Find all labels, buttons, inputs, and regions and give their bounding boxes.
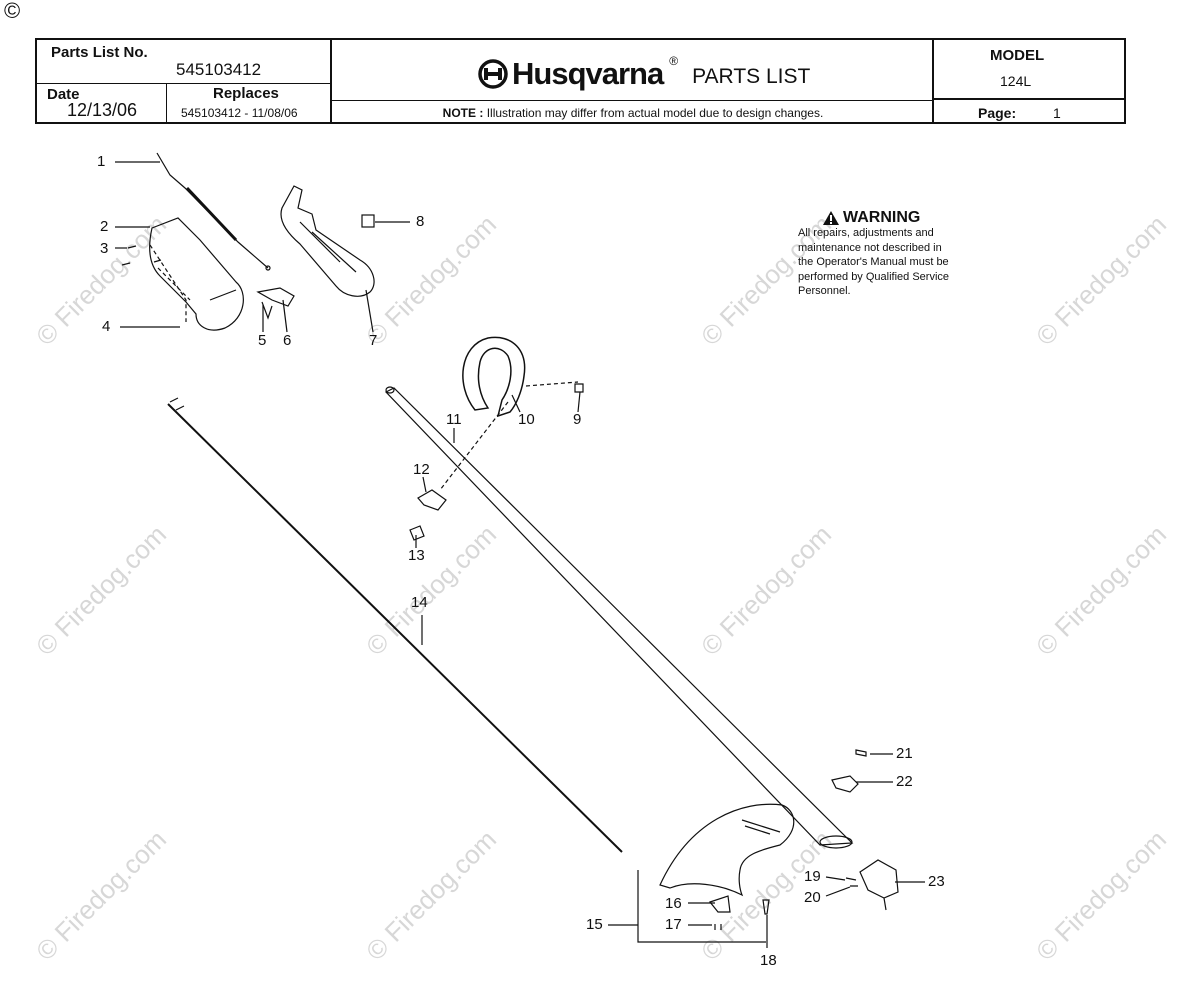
callout-4: 4: [102, 318, 111, 335]
model-cell: MODEL 124L Page: 1: [932, 40, 1126, 122]
warning-line: maintenance not described in: [798, 241, 942, 254]
document-type: PARTS LIST: [692, 65, 811, 88]
warning-line: the Operator's Manual must be: [798, 256, 949, 268]
replaces-cell: Replaces 545103412 - 11/08/06: [167, 84, 332, 122]
copyright-symbol: ©: [4, 0, 21, 23]
leader-line-19: [825, 876, 846, 881]
model-value: 124L: [1000, 73, 1032, 89]
leader-line-12: [422, 476, 427, 493]
callout-2: 2: [100, 218, 109, 235]
leader-line-20: [825, 886, 851, 897]
brand-name: Husqvarna: [512, 56, 664, 91]
callout-13: 13: [408, 547, 425, 564]
callout-11: 11: [446, 411, 462, 428]
parts-list-no-cell: Parts List No. 545103412: [37, 40, 332, 84]
brand-title: Husqvarna ® PARTS LIST: [478, 54, 811, 92]
warning-line: Personnel.: [798, 285, 851, 297]
warning-box: WARNING All repairs, adjustments and mai…: [798, 210, 998, 299]
page-divider: [934, 98, 1126, 100]
warning-triangle-icon: [823, 211, 839, 225]
callout-22: 22: [896, 773, 913, 790]
callout-16: 16: [665, 895, 682, 912]
callout-15: 15: [586, 916, 603, 933]
page-value: 1: [1053, 105, 1061, 121]
callout-9: 9: [573, 411, 582, 428]
note-label: NOTE :: [442, 106, 484, 120]
replaces-value: 545103412 - 11/08/06: [181, 106, 298, 120]
leader-line-6: [282, 299, 288, 333]
callout-8: 8: [416, 213, 425, 230]
callout-17: 17: [665, 916, 682, 933]
callout-14: 14: [411, 594, 428, 611]
callout-18: 18: [760, 952, 777, 969]
callout-19: 19: [804, 868, 821, 885]
leader-line-15: [608, 870, 766, 943]
note-divider: [332, 100, 934, 101]
callout-21: 21: [896, 745, 913, 762]
date-label: Date: [47, 86, 80, 103]
replaces-label: Replaces: [213, 85, 279, 102]
warning-line: All repairs, adjustments and: [798, 227, 934, 239]
callout-6: 6: [283, 332, 292, 349]
parts-list-no-label: Parts List No.: [51, 44, 148, 61]
warning-line: performed by Qualified Service: [798, 270, 950, 283]
callout-10: 10: [518, 411, 535, 428]
callout-23: 23: [928, 873, 945, 890]
date-cell: Date 12/13/06: [37, 84, 167, 122]
callout-3: 3: [100, 240, 109, 257]
warning-title: WARNING: [822, 210, 998, 226]
note-cell: NOTE : Illustration may differ from actu…: [332, 101, 934, 123]
callout-12: 12: [413, 461, 430, 478]
note-text: Illustration may differ from actual mode…: [486, 106, 824, 120]
page-label: Page:: [978, 105, 1017, 121]
registered-mark: ®: [669, 54, 679, 68]
husqvarna-crown-logo-icon: [478, 59, 508, 89]
leader-line-9: [577, 391, 581, 413]
parts-list-no-value: 545103412: [176, 60, 262, 79]
callout-20: 20: [804, 889, 821, 906]
parts-list-header: Parts List No. 545103412 Date 12/13/06 R…: [35, 38, 1126, 124]
callout-7: 7: [369, 332, 378, 349]
callout-1: 1: [97, 153, 106, 170]
date-value: 12/13/06: [67, 100, 138, 120]
leader-line-7: [365, 289, 374, 333]
callout-5: 5: [258, 332, 267, 349]
model-label: MODEL: [990, 47, 1045, 64]
